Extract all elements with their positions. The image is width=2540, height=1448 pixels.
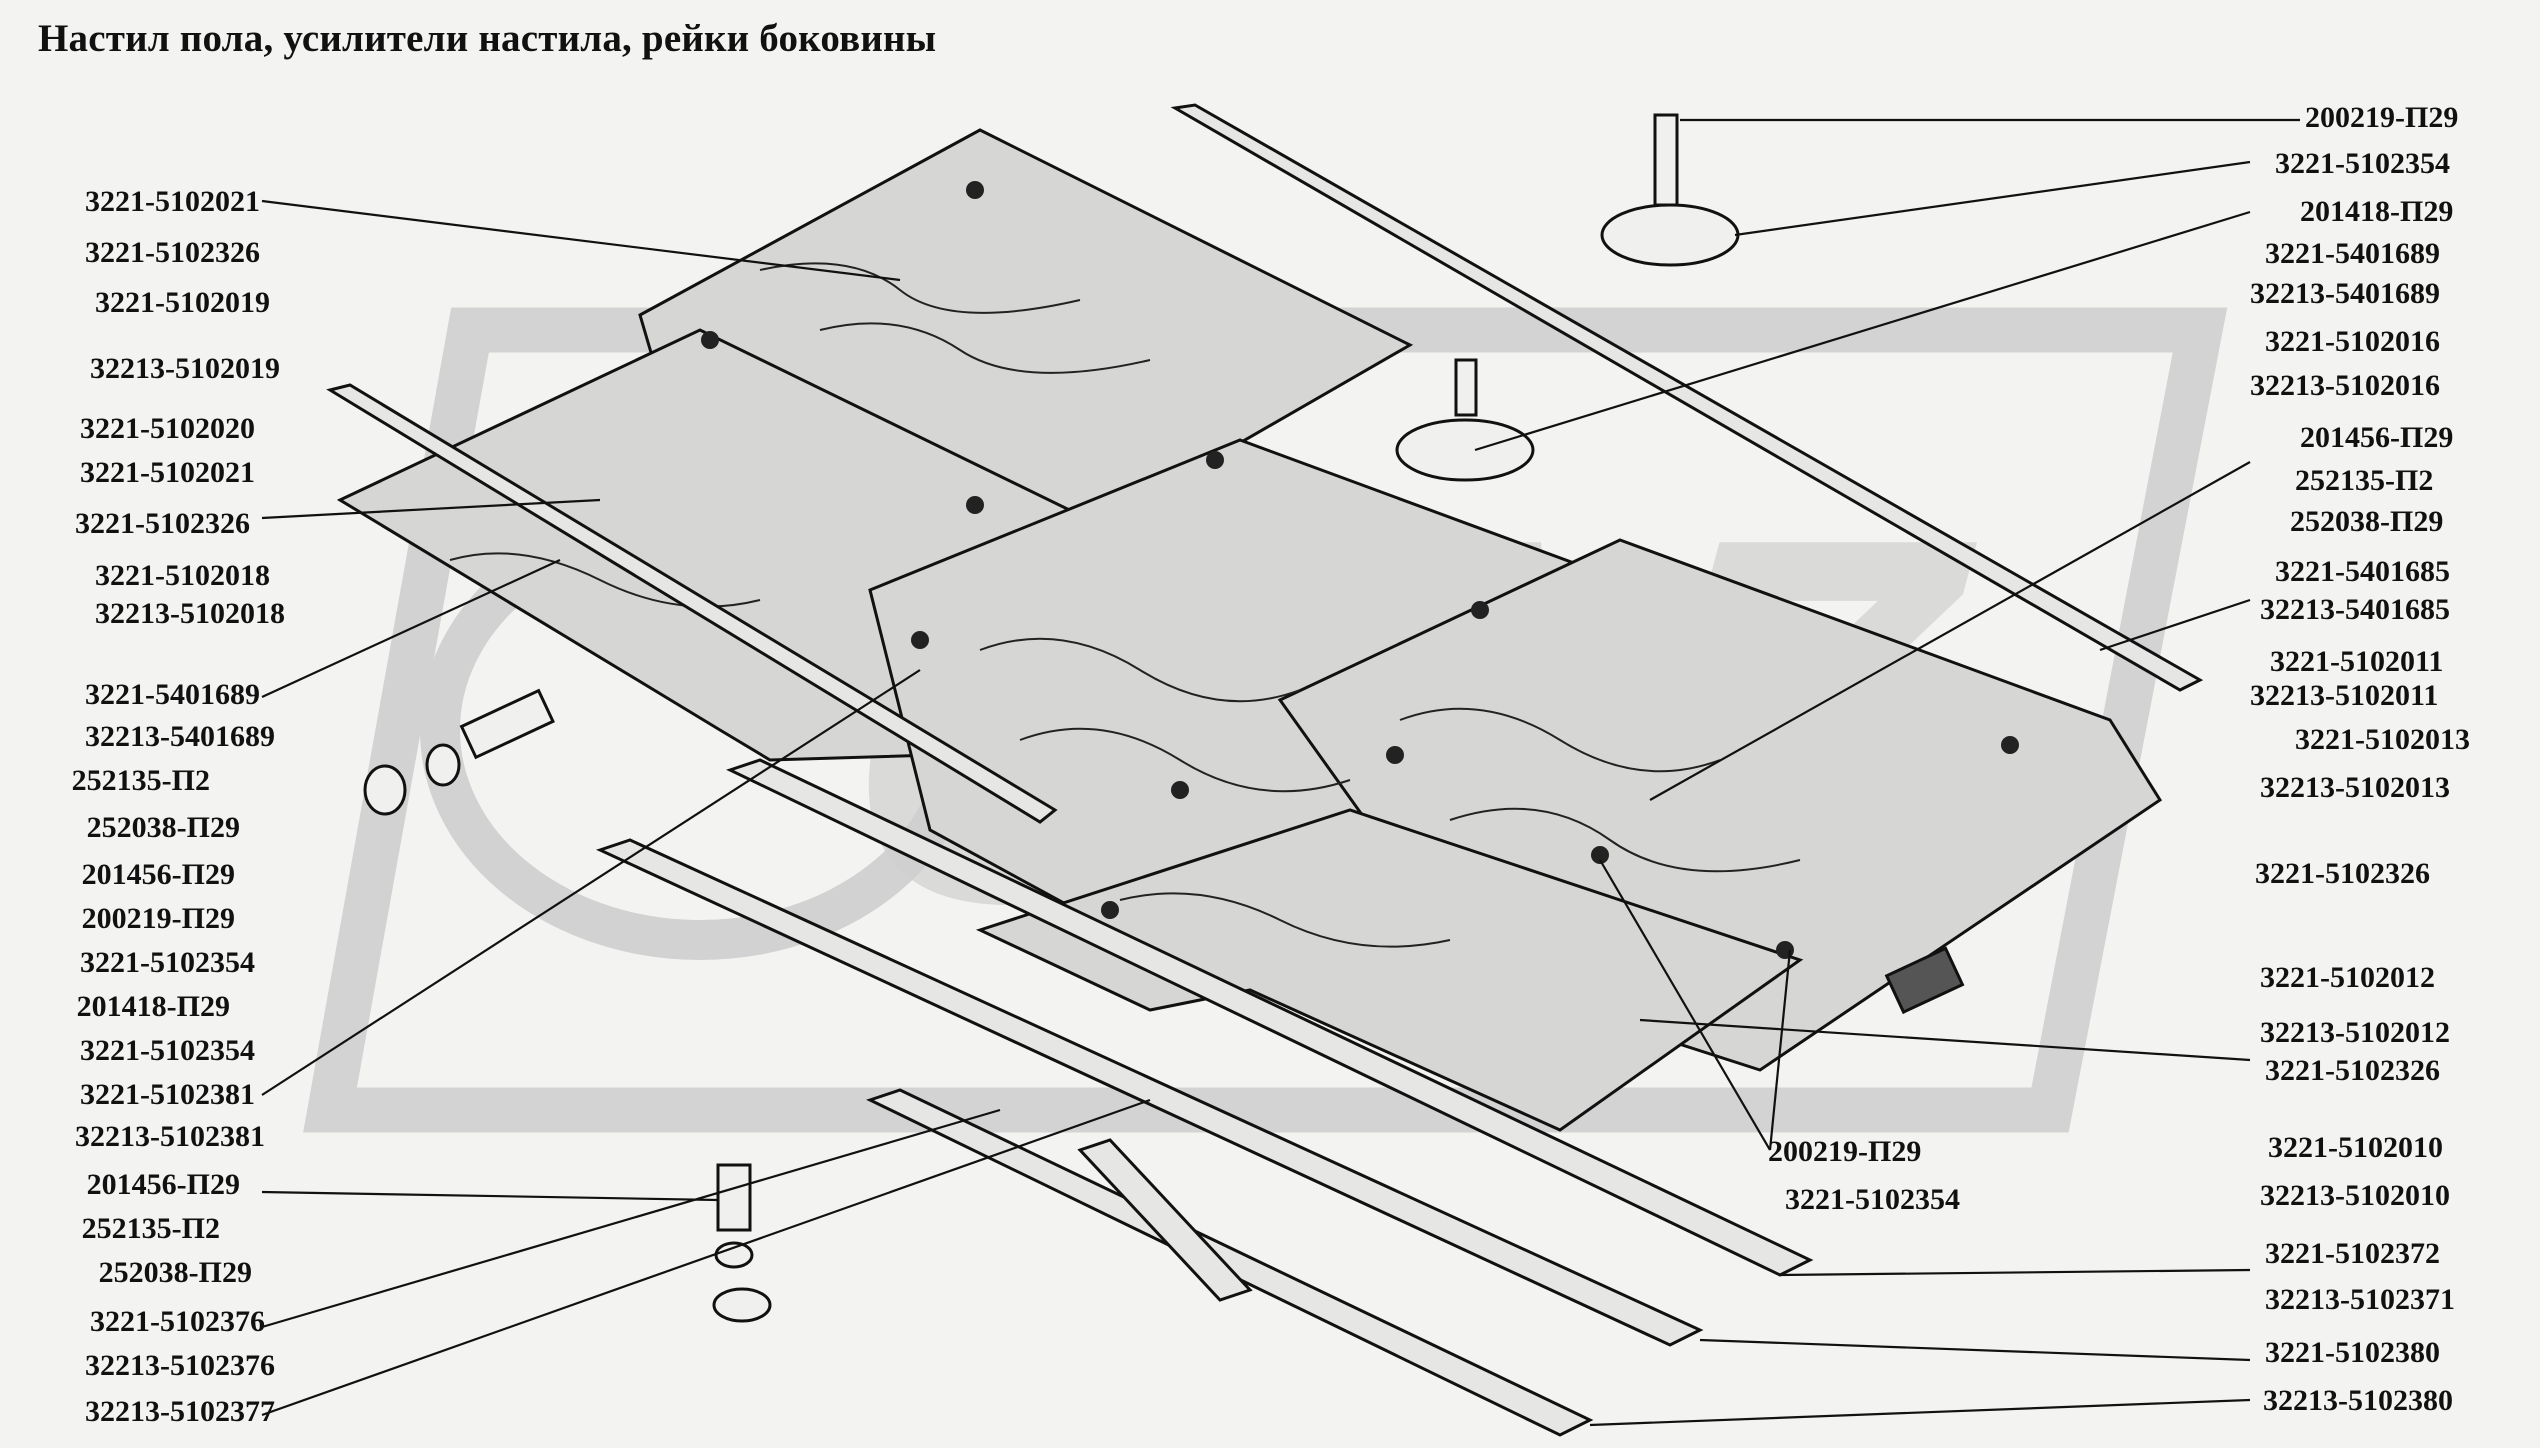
part-label: 32213-5102018 (95, 597, 285, 630)
bolt-left (459, 688, 555, 760)
part-label: 3221-5102021 (85, 185, 260, 218)
part-label: 252038-П29 (98, 1256, 252, 1289)
floor-reinforcement-1 (726, 758, 1814, 1277)
part-label: 3221-5102326 (75, 507, 250, 540)
part-label: 3221-5102018 (95, 559, 270, 592)
floor-panels (336, 128, 2163, 1132)
part-label: 3221-5102011 (2270, 645, 2444, 678)
part-label: 3221-5401685 (2275, 555, 2450, 588)
part-label: 3221-5102326 (85, 236, 260, 269)
part-label: 3221-5102012 (2260, 961, 2435, 994)
washer-left-1 (363, 764, 407, 816)
part-label: 3221-5102013 (2295, 723, 2470, 756)
part-label: 252135-П2 (81, 1212, 220, 1245)
part-label: 200219-П29 (81, 902, 235, 935)
part-label: 32213-5102376 (85, 1349, 275, 1382)
part-label: 3221-5102381 (80, 1078, 255, 1111)
part-label: 3221-5102326 (2255, 857, 2430, 890)
part-label: 32213-5102371 (2265, 1283, 2455, 1316)
part-label: 3221-5102376 (90, 1305, 265, 1338)
fasteners (363, 113, 1965, 1323)
part-label: 3221-5102354 (1785, 1183, 1960, 1216)
part-label: 32213-5102012 (2260, 1016, 2450, 1049)
part-label: 3221-5102354 (2275, 147, 2450, 180)
part-label: 32213-5401689 (2250, 277, 2440, 310)
floor-reinforcement-3 (866, 1088, 1594, 1437)
part-label: 252038-П29 (2290, 505, 2444, 538)
part-label: 3221-5102010 (2268, 1131, 2443, 1164)
part-label: 3221-5102354 (80, 1034, 255, 1067)
bolt-top (1653, 113, 1679, 207)
floor-reinforcement-4 (1077, 1138, 1253, 1302)
part-label: 200219-П29 (2305, 101, 2459, 134)
side-rails-and-reinforcements (326, 103, 2204, 1437)
part-label: 3221-5102016 (2265, 325, 2440, 358)
bolt-middle (1454, 358, 1478, 417)
part-label: 252038-П29 (86, 811, 240, 844)
part-label: 200219-П29 (1768, 1135, 1922, 1168)
part-label: 32213-5102381 (75, 1120, 265, 1153)
part-label: 252135-П2 (71, 764, 210, 797)
part-label: 3221-5102372 (2265, 1237, 2440, 1270)
part-label: 32213-5102019 (90, 352, 280, 385)
part-label: 3221-5102354 (80, 946, 255, 979)
part-label: 3221-5401689 (2265, 237, 2440, 270)
part-label: 201456-П29 (86, 1168, 240, 1201)
washer-bottom-2 (712, 1287, 772, 1323)
part-label: 252135-П2 (2295, 464, 2434, 497)
part-label: 32213-5102013 (2260, 771, 2450, 804)
part-label: 32213-5102016 (2250, 369, 2440, 402)
part-label: 201418-П29 (2300, 195, 2454, 228)
part-label: 201456-П29 (81, 858, 235, 891)
leader-lines (261, 118, 2300, 1427)
part-label: 3221-5102380 (2265, 1336, 2440, 1369)
part-label: 3221-5102020 (80, 412, 255, 445)
washer-middle (1395, 418, 1535, 482)
part-label: 3221-5401689 (85, 678, 260, 711)
washer-top (1600, 203, 1740, 267)
part-label: 32213-5102377 (85, 1395, 275, 1428)
part-label: 32213-5102010 (2260, 1179, 2450, 1212)
part-label: 3221-5102021 (80, 456, 255, 489)
rear-floor-panel (975, 808, 1804, 1132)
part-label: 201456-П29 (2300, 421, 2454, 454)
diagram-title: Настил пола, усилители настила, рейки бо… (38, 17, 937, 60)
part-label: 3221-5102326 (2265, 1054, 2440, 1087)
part-label: 32213-5102011 (2250, 679, 2439, 712)
rubber-pad (1884, 946, 1965, 1015)
right-side-rail (1170, 103, 2204, 692)
left-side-rail (326, 383, 1058, 824)
part-label: 32213-5401689 (85, 720, 275, 753)
washer-left-2 (425, 743, 461, 787)
bolt-bottom (716, 1163, 752, 1232)
part-label: 201418-П29 (76, 990, 230, 1023)
floor-reinforcement-2 (595, 838, 1704, 1347)
part-label: 32213-5102380 (2263, 1384, 2453, 1417)
part-label: 32213-5401685 (2260, 593, 2450, 626)
part-label: 3221-5102019 (95, 286, 270, 319)
